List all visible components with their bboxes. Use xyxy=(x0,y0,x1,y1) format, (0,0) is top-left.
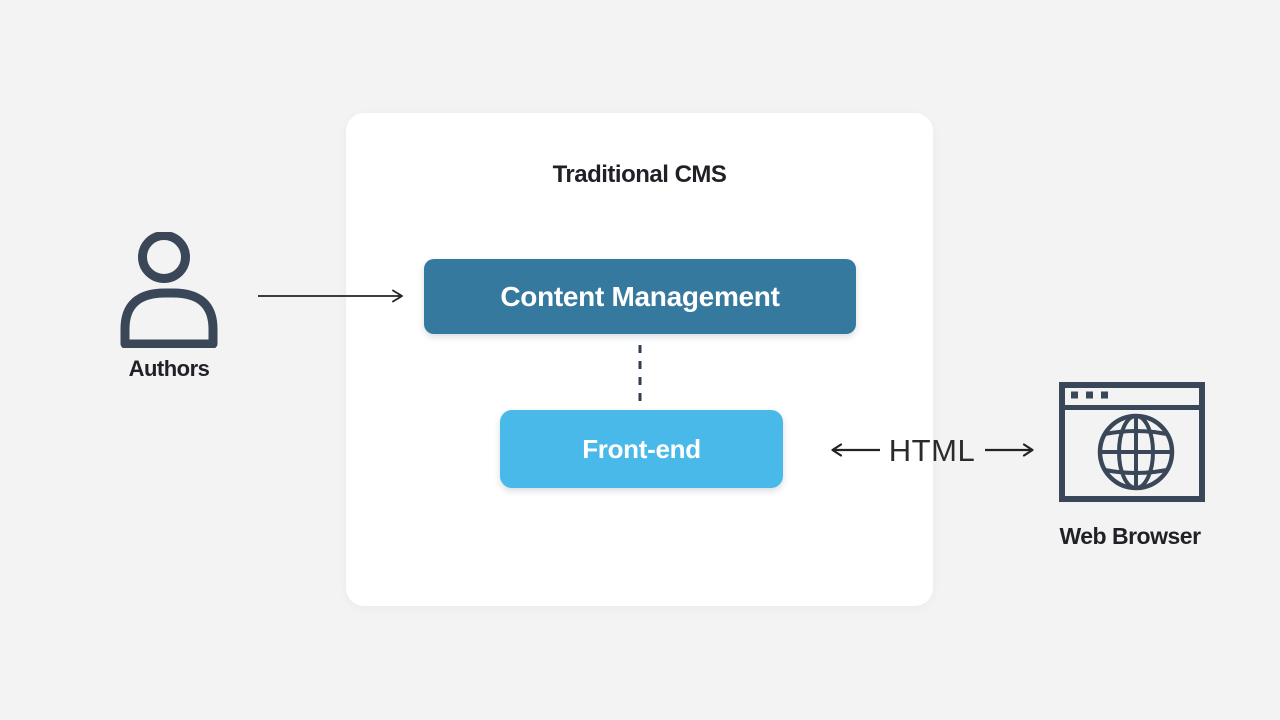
content-management-node: Content Management xyxy=(424,259,856,334)
authors-to-cms-arrow xyxy=(256,287,406,305)
web-browser-label: Web Browser xyxy=(1059,523,1201,549)
front-end-node: Front-end xyxy=(500,410,783,488)
cm-to-frontend-connector xyxy=(637,340,643,408)
traditional-cms-card xyxy=(346,113,933,606)
html-flow-label: HTML xyxy=(888,433,976,468)
card-title: Traditional CMS xyxy=(552,161,727,188)
person-icon xyxy=(118,232,220,348)
content-management-label: Content Management xyxy=(500,280,780,312)
html-arrow-left xyxy=(830,441,882,459)
authors-label: Authors xyxy=(128,356,210,381)
browser-globe-icon xyxy=(1059,382,1205,502)
front-end-label: Front-end xyxy=(582,433,701,464)
html-arrow-right xyxy=(983,441,1035,459)
